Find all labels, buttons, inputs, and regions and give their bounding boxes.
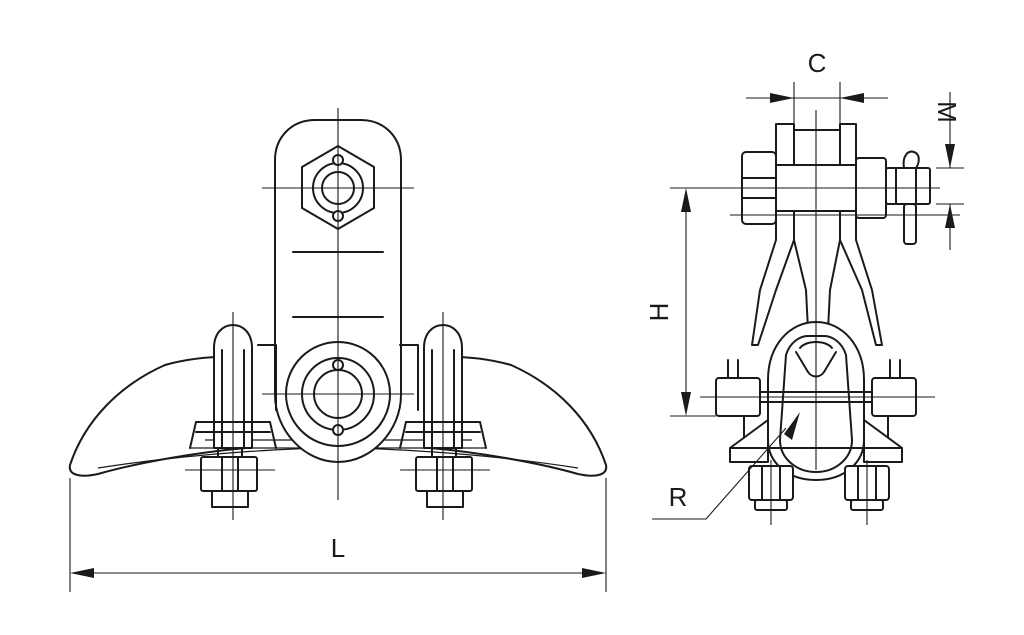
front-centerlines [185, 108, 490, 520]
height-label: H [644, 303, 674, 322]
pin-label: M [932, 101, 962, 123]
side-view: C M H R [644, 48, 964, 525]
side-cotter-pin [902, 150, 920, 169]
left-bottom-nut [200, 447, 258, 508]
length-dimension [69, 478, 607, 592]
pin-dimension [936, 92, 964, 250]
side-centerlines [700, 110, 960, 525]
width-dimension [746, 82, 888, 124]
side-base-plate [729, 419, 769, 463]
right-bottom-nut [415, 447, 473, 508]
length-label: L [331, 533, 345, 563]
radius-label: R [669, 482, 688, 512]
height-dimension [670, 187, 742, 417]
radius-leader [652, 412, 800, 520]
width-label: C [808, 48, 827, 78]
front-view: L [68, 108, 608, 592]
